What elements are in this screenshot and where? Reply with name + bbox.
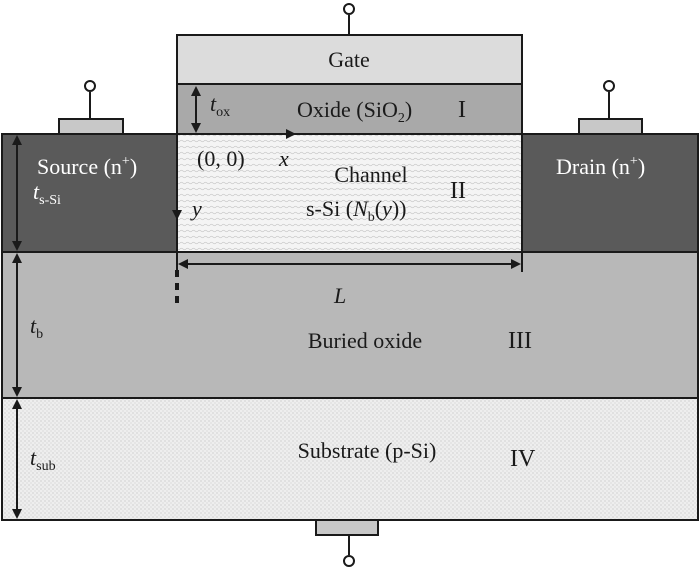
buried-oxide-region bbox=[1, 251, 699, 399]
gate-label: Gate bbox=[328, 47, 370, 72]
oxide-thickness-label: tox bbox=[210, 91, 230, 120]
silicon-thickness-label: ts-Si bbox=[33, 179, 61, 208]
buried-oxide-thickness-label: tb bbox=[30, 313, 43, 342]
region-ii-numeral: II bbox=[450, 178, 466, 204]
substrate-terminal bbox=[343, 535, 355, 567]
drain-label: Drain (n+) bbox=[556, 154, 645, 179]
source-label: Source (n+) bbox=[37, 154, 137, 179]
channel-label: Channel bbox=[334, 162, 407, 187]
drain-contact bbox=[578, 118, 643, 135]
region-iv-numeral: IV bbox=[510, 446, 536, 472]
origin-label: (0, 0) bbox=[197, 146, 245, 171]
substrate-label: Substrate (p-Si) bbox=[298, 438, 437, 463]
drain-region bbox=[521, 133, 699, 253]
x-axis-label: x bbox=[278, 146, 289, 171]
substrate-contact bbox=[315, 519, 379, 536]
channel-doping-label: s-Si (Nb(y)) bbox=[306, 196, 407, 225]
channel-region bbox=[176, 133, 523, 253]
source-region bbox=[1, 133, 178, 253]
length-dimension-arrow bbox=[176, 252, 523, 272]
gate-region bbox=[176, 34, 523, 85]
y-axis-label: y bbox=[190, 196, 202, 221]
drain-terminal bbox=[603, 80, 615, 119]
source-terminal bbox=[84, 80, 96, 119]
gate-terminal bbox=[343, 3, 355, 35]
buried-oxide-label: Buried oxide bbox=[308, 328, 422, 353]
substrate-region bbox=[1, 397, 699, 521]
region-iii-numeral: III bbox=[508, 328, 532, 354]
region-i-numeral: I bbox=[458, 97, 466, 123]
source-contact bbox=[58, 118, 124, 135]
oxide-label: Oxide (SiO2) bbox=[297, 97, 412, 126]
substrate-thickness-label: tsub bbox=[30, 445, 56, 474]
length-label: L bbox=[333, 283, 346, 308]
